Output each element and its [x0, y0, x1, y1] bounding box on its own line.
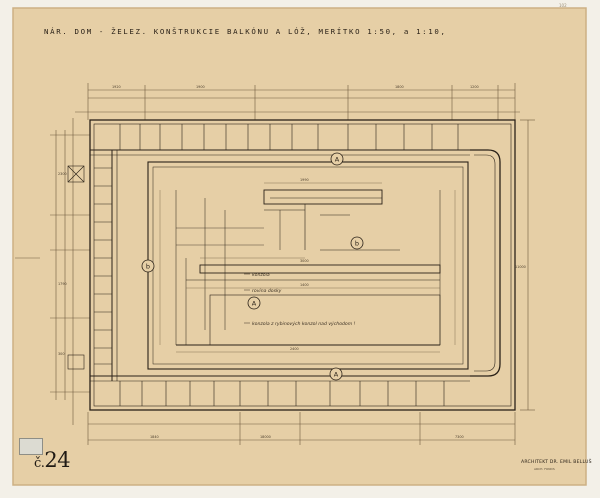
- archive-sub-label: ARCH. FONDS: [534, 467, 555, 471]
- paper-sheet: [13, 8, 586, 485]
- corner-detail: [67, 165, 85, 370]
- dim-top2: 1900: [196, 85, 205, 89]
- sheet-number-value: 24: [44, 448, 71, 472]
- marker-a-bottom: [329, 367, 343, 381]
- sheet-prefix: č.: [34, 456, 45, 471]
- marker-a-top-label: A: [335, 156, 340, 164]
- top-dimension-lines: [75, 83, 520, 120]
- corner-mark: 102: [559, 3, 567, 8]
- marker-b-left-label: b: [146, 263, 150, 271]
- dim-bot2: 18000: [260, 435, 271, 439]
- left-ribs: [94, 167, 112, 365]
- archive-stamp: [19, 438, 43, 455]
- marker-b-mid-label: b: [355, 240, 359, 248]
- inner-dimension-lines: [159, 182, 456, 353]
- marker-a-mid: [247, 296, 261, 310]
- dim-left1: 2300: [58, 172, 67, 176]
- dim-mid1: 3000: [300, 259, 309, 263]
- marker-b-mid: [350, 236, 364, 250]
- note-konzola-vychod: konzola z rybinových konzol nad východom…: [252, 320, 356, 327]
- inner-steps: [175, 189, 441, 346]
- marker-a-mid-label: A: [252, 300, 257, 308]
- left-dimension-lines: [15, 118, 90, 425]
- dim-mid2: 1990: [300, 178, 309, 182]
- sheet-number: č.24: [34, 448, 71, 472]
- drawing-title: NÁR. DOM - ŽELEZ. KONŠTRUKCIE BALKÓNU A …: [44, 27, 447, 36]
- dim-top1: 1920: [112, 85, 121, 89]
- dim-left3: 300: [58, 352, 64, 356]
- marker-b-left: [141, 259, 155, 273]
- structure-frame: [89, 119, 516, 411]
- dim-top3: 1800: [395, 85, 404, 89]
- dim-bot1: 1840: [150, 435, 159, 439]
- dim-mid5: 11000: [515, 265, 526, 269]
- top-ribs: [119, 124, 459, 150]
- dim-mid4: 1400: [300, 283, 309, 287]
- marker-a-bottom-label: A: [334, 371, 339, 379]
- dim-bot3: 7300: [455, 435, 464, 439]
- bottom-dimension-lines: [87, 412, 516, 445]
- note-rovina: rovina dosky: [252, 288, 282, 294]
- archive-label: ARCHITEKT DR. EMIL BELLUŠ: [521, 460, 592, 465]
- dim-left2: 1790: [58, 282, 67, 286]
- dim-mid3: 2400: [290, 347, 299, 351]
- dim-top4: 1200: [470, 85, 479, 89]
- marker-a-top: [330, 152, 344, 166]
- note-konzola: konzola: [252, 272, 270, 278]
- bottom-ribs: [119, 381, 445, 406]
- right-dimension-lines: [520, 119, 535, 411]
